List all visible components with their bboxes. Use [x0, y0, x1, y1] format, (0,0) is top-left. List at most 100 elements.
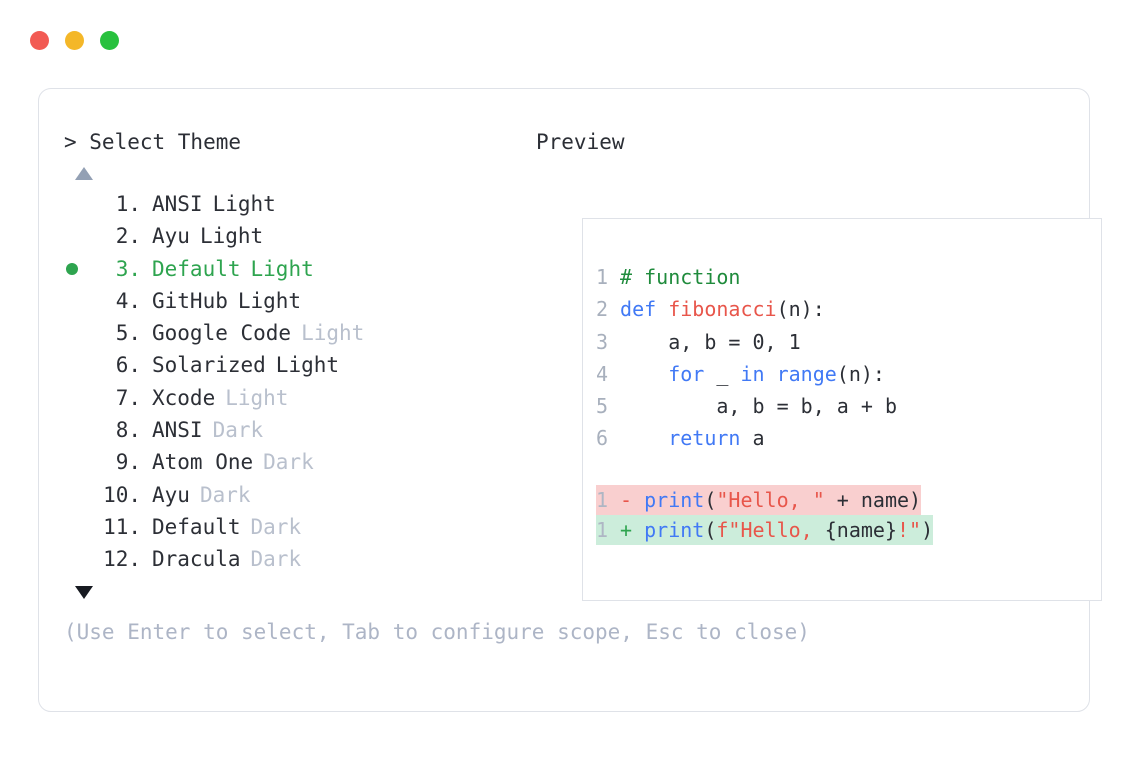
close-button[interactable] [30, 31, 49, 50]
code-token [620, 362, 668, 386]
theme-item-name: GitHub [152, 288, 228, 313]
gutter-space [608, 265, 620, 289]
theme-item-variant: Dark [263, 450, 314, 475]
line-number: 1 [596, 265, 609, 289]
code-token: # function [620, 265, 741, 289]
selection-bullet-slot [64, 253, 95, 285]
code-token: return [668, 426, 741, 451]
theme-item-name: Atom One [152, 450, 254, 475]
diff-added-line: 1 + print(f"Hello, {name}!") [596, 514, 934, 545]
code-line: 2 def fibonacci(n): [596, 293, 1097, 325]
theme-item-variant: Light [225, 385, 289, 410]
maximize-button[interactable] [100, 31, 119, 50]
theme-item-variant: Light [237, 288, 302, 313]
select-theme-title: > Select Theme [64, 130, 242, 154]
theme-item-index: 1. [115, 192, 141, 216]
code-token: ( [704, 487, 717, 512]
diff-marker: - [608, 487, 645, 512]
window-controls [30, 31, 119, 50]
diff-lines: 1 - print("Hello, " + name)1 + print(f"H… [596, 484, 1097, 545]
code-token [620, 426, 668, 450]
keyboard-hint: (Use Enter to select, Tab to configure s… [64, 620, 810, 644]
theme-item-index: 6. [115, 353, 141, 378]
selection-bullet-slot [64, 543, 95, 575]
code-token: print [644, 517, 705, 542]
theme-item-index: 9. [115, 450, 141, 475]
code-token: !" [897, 517, 922, 542]
preview-title: Preview [536, 130, 625, 154]
theme-item-name: Google Code [152, 321, 292, 346]
theme-item-index: 2. [115, 224, 141, 249]
gutter-space [608, 297, 620, 321]
theme-list-item[interactable]: 6. Solarized Light [64, 349, 534, 381]
selection-bullet-slot [64, 220, 95, 252]
theme-item-name: Solarized [152, 353, 266, 378]
scroll-down-arrow-icon[interactable] [75, 585, 93, 599]
line-number: 3 [596, 329, 609, 354]
theme-item-index: 12. [103, 547, 141, 572]
code-token: {name} [824, 517, 898, 542]
line-number: 1 [596, 487, 609, 512]
theme-item-variant: Light [275, 353, 340, 378]
code-token: _ [704, 361, 741, 386]
line-number: 4 [596, 361, 609, 386]
code-line: 3 a, b = 0, 1 [596, 326, 1097, 358]
theme-item-variant: Dark [250, 514, 302, 539]
code-token: def [620, 297, 669, 322]
theme-item-name: Ayu [152, 482, 190, 507]
theme-item-name: Default [152, 256, 241, 281]
selection-bullet-slot [64, 285, 95, 317]
code-token: + name) [824, 487, 922, 512]
diff-removed-line: 1 - print("Hello, " + name) [596, 484, 922, 515]
line-number: 5 [596, 394, 609, 419]
code-token: f"Hello, [716, 517, 825, 542]
theme-item-name: ANSI [152, 418, 203, 443]
code-token: print [644, 487, 705, 512]
code-token: (n): [836, 361, 885, 386]
selection-bullet-slot [64, 349, 95, 381]
line-number: 2 [596, 297, 609, 322]
scroll-up-arrow-icon[interactable] [75, 167, 93, 180]
diff-marker: + [608, 517, 645, 542]
gutter-space [608, 330, 620, 354]
minimize-button[interactable] [65, 31, 84, 50]
theme-item-variant: Light [212, 192, 276, 216]
code-token: "Hello, " [716, 487, 825, 512]
theme-list-item[interactable]: 1. ANSI Light [64, 188, 534, 220]
code-line: 1 # function [596, 261, 1097, 293]
gutter-space [608, 426, 620, 450]
theme-item-index: 10. [103, 482, 141, 507]
selection-bullet-slot [64, 188, 95, 220]
code-token: ) [921, 517, 934, 542]
selected-bullet-icon [66, 262, 78, 275]
theme-item-index: 11. [103, 514, 141, 539]
theme-item-name: ANSI [152, 192, 203, 216]
selection-bullet-slot [64, 414, 95, 446]
gutter-space [608, 362, 620, 386]
selection-bullet-slot [64, 511, 95, 543]
theme-item-variant: Light [250, 256, 314, 281]
line-number: 6 [596, 426, 609, 451]
theme-list-item[interactable]: 9. Atom One Dark [64, 446, 534, 478]
theme-item-index: 5. [115, 321, 141, 346]
code-line: 6 return a [596, 422, 1097, 454]
theme-item-variant: Dark [212, 418, 264, 443]
selection-bullet-slot [64, 382, 95, 414]
